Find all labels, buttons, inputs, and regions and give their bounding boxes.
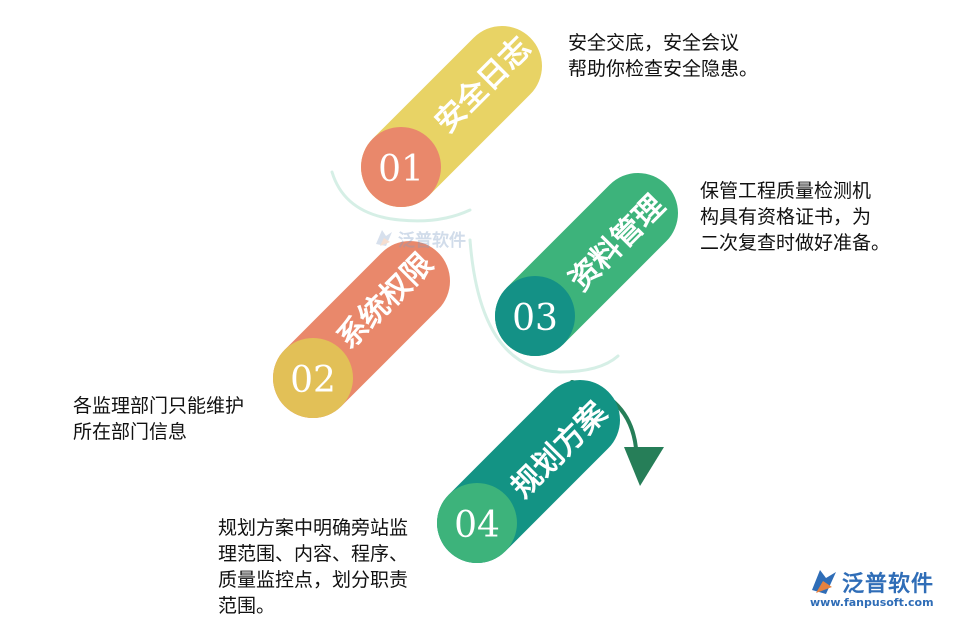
step-01-number: 01 bbox=[378, 149, 424, 190]
watermark: 泛普软件 bbox=[372, 226, 502, 256]
step-02: 02 系统权限 bbox=[273, 241, 450, 418]
arrow-head bbox=[624, 447, 664, 486]
watermark-brand: 泛普软件 bbox=[398, 231, 466, 251]
step-04-circle bbox=[437, 483, 517, 563]
connector-arc-3-4 bbox=[468, 238, 620, 374]
step-03: 03 资料管理 bbox=[495, 173, 678, 356]
step-01-description: 安全交底，安全会议 帮助你检查安全隐患。 bbox=[568, 32, 759, 80]
step-01-circle bbox=[361, 127, 441, 207]
step-02-number: 02 bbox=[290, 360, 336, 401]
step-01: 01 安全日志 bbox=[361, 26, 542, 207]
step-02-circle bbox=[273, 338, 353, 418]
fanpu-logo-icon bbox=[376, 230, 392, 246]
connector-arc-1-2 bbox=[330, 170, 472, 223]
brand-logo: 泛普软件 www.fanpusoft.com bbox=[808, 566, 958, 612]
fanpu-logo-icon bbox=[812, 570, 836, 594]
logo-url: www.fanpusoft.com bbox=[810, 596, 934, 609]
step-02-description: 各监理部门只能维护 所在部门信息 bbox=[73, 395, 245, 443]
step-04-number: 04 bbox=[454, 505, 500, 546]
step-03-number: 03 bbox=[512, 298, 558, 339]
step-03-circle bbox=[495, 276, 575, 356]
step-04: 04 规划方案 bbox=[437, 380, 620, 563]
step-04-description: 规划方案中明确旁站监 理范围、内容、程序、 质量监控点，划分职责 范围。 bbox=[218, 517, 409, 617]
logo-brand: 泛普软件 bbox=[842, 572, 935, 597]
step-03-description: 保管工程质量检测机 构具有资格证书，为 二次复查时做好准备。 bbox=[700, 180, 891, 254]
